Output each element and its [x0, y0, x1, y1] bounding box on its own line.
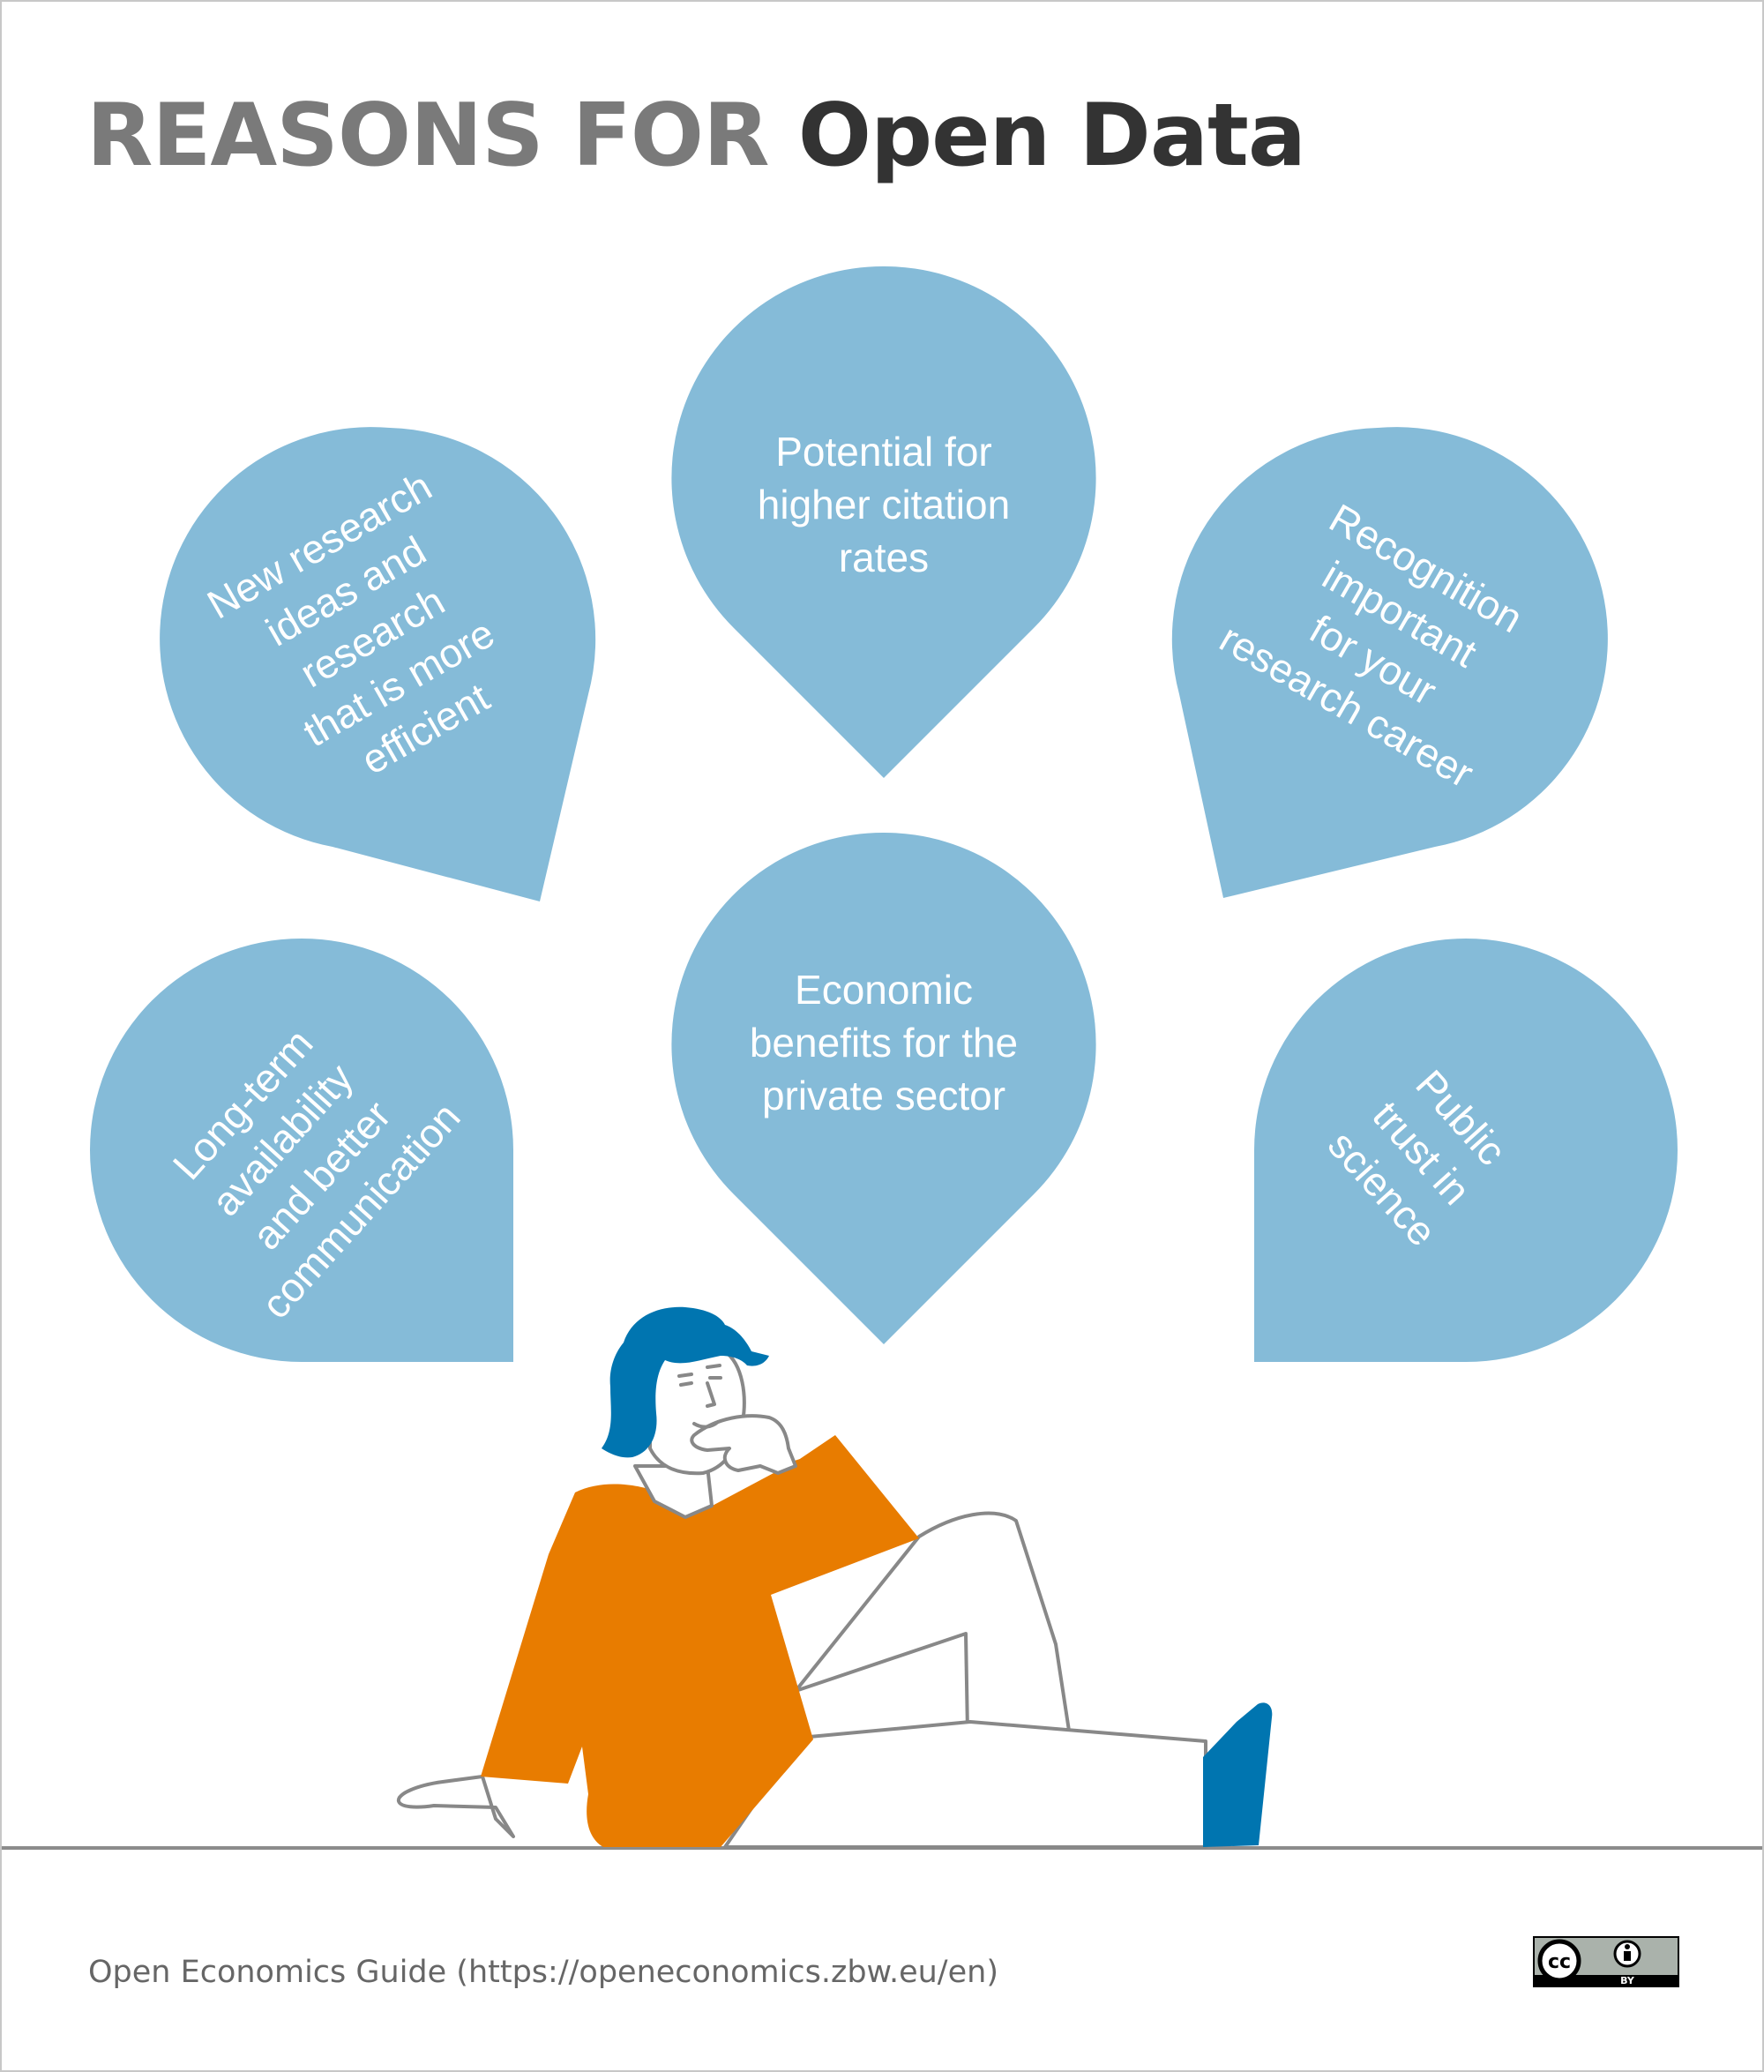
bubble-new-research [160, 427, 596, 902]
economic-line-1: Economic [795, 967, 973, 1013]
title-main: Open Data [797, 86, 1306, 186]
person-figure [397, 1306, 1273, 1849]
bubble-economic [671, 832, 1096, 1344]
raised-arm [778, 1435, 835, 1492]
bubble-public-trust-body [1254, 939, 1678, 1362]
economic-line-2: benefits for the [749, 1020, 1019, 1066]
citation-line-1: Potential for [775, 429, 992, 475]
bubbles [90, 266, 1608, 1362]
sweater [481, 1435, 919, 1847]
bubble-economic-text: Economic benefits for the private sector [690, 963, 1078, 1122]
footer-source: Open Economics Guide (https://openeconom… [88, 1955, 998, 1990]
cc-by-license-badge[interactable]: cc BY [1533, 1936, 1679, 1987]
page-title: REASONS FOR Open Data [86, 86, 1306, 186]
title-prefix: REASONS FOR [86, 86, 770, 186]
cc-label: cc [1548, 1951, 1571, 1973]
nose [706, 1381, 716, 1408]
shoe [1203, 1702, 1273, 1847]
bubble-recognition [1171, 427, 1608, 898]
floor-hand [397, 1775, 515, 1838]
citation-line-2: higher citation [757, 482, 1011, 527]
economic-line-3: private sector [761, 1073, 1006, 1118]
bubble-citation [671, 266, 1096, 778]
eyebrow-right [706, 1364, 721, 1369]
citation-line-3: rates [838, 535, 930, 580]
eye-left [679, 1381, 693, 1387]
eyebrow-left [677, 1373, 693, 1378]
cc-icon [1537, 1939, 1581, 1983]
hair [602, 1306, 769, 1458]
mouth [692, 1420, 720, 1429]
bubble-citation-text: Potential for higher citation rates [690, 425, 1078, 584]
by-label: BY [1620, 1975, 1635, 1986]
bubble-long-term [90, 939, 513, 1362]
chin-hand [690, 1414, 797, 1475]
